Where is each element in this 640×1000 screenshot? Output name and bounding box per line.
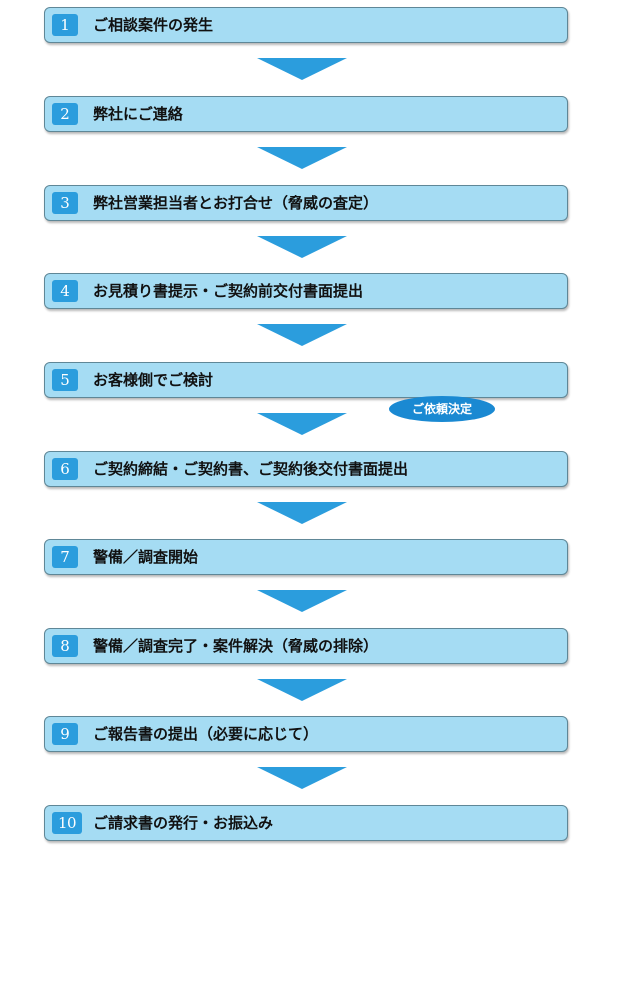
step-6: 6 ご契約締結・ご契約書、ご契約後交付書面提出 bbox=[44, 451, 568, 487]
step-5-label: お客様側でご検討 bbox=[93, 371, 214, 389]
step-7: 7 警備／調査開始 bbox=[44, 539, 568, 575]
step-1-number: 1 bbox=[52, 14, 78, 36]
arrow-down-icon bbox=[257, 324, 347, 346]
step-1: 1 ご相談案件の発生 bbox=[44, 7, 568, 43]
step-5: 5 お客様側でご検討 bbox=[44, 362, 568, 398]
step-7-label: 警備／調査開始 bbox=[93, 548, 199, 566]
arrow-down-icon bbox=[257, 590, 347, 612]
step-2-label: 弊社にご連絡 bbox=[93, 105, 183, 123]
arrow-down-icon bbox=[257, 679, 347, 701]
step-3-label: 弊社営業担当者とお打合せ（脅威の査定） bbox=[93, 194, 379, 212]
step-8: 8 警備／調査完了・案件解決（脅威の排除） bbox=[44, 628, 568, 664]
arrow-down-icon bbox=[257, 502, 347, 524]
step-4: 4 お見積り書提示・ご契約前交付書面提出 bbox=[44, 273, 568, 309]
step-10: 10 ご請求書の発行・お振込み bbox=[44, 805, 568, 841]
step-3: 3 弊社営業担当者とお打合せ（脅威の査定） bbox=[44, 185, 568, 221]
step-9-label: ご報告書の提出（必要に応じて） bbox=[93, 725, 319, 743]
step-5-number: 5 bbox=[52, 369, 78, 391]
step-3-number: 3 bbox=[52, 192, 78, 214]
step-1-label: ご相談案件の発生 bbox=[93, 16, 214, 34]
step-2-number: 2 bbox=[52, 103, 78, 125]
step-9-number: 9 bbox=[52, 723, 78, 745]
step-10-label: ご請求書の発行・お振込み bbox=[93, 814, 274, 832]
step-8-number: 8 bbox=[52, 635, 78, 657]
step-7-number: 7 bbox=[52, 546, 78, 568]
step-9: 9 ご報告書の提出（必要に応じて） bbox=[44, 716, 568, 752]
step-8-label: 警備／調査完了・案件解決（脅威の排除） bbox=[93, 637, 379, 655]
step-6-label: ご契約締結・ご契約書、ご契約後交付書面提出 bbox=[93, 460, 409, 478]
step-4-number: 4 bbox=[52, 280, 78, 302]
arrow-down-icon bbox=[257, 58, 347, 80]
step-6-number: 6 bbox=[52, 458, 78, 480]
decision-badge: ご依頼決定 bbox=[389, 396, 495, 422]
step-10-number: 10 bbox=[52, 812, 82, 834]
arrow-down-icon bbox=[257, 767, 347, 789]
arrow-down-icon bbox=[257, 147, 347, 169]
step-2: 2 弊社にご連絡 bbox=[44, 96, 568, 132]
arrow-down-icon bbox=[257, 413, 347, 435]
arrow-down-icon bbox=[257, 236, 347, 258]
step-4-label: お見積り書提示・ご契約前交付書面提出 bbox=[93, 282, 364, 300]
